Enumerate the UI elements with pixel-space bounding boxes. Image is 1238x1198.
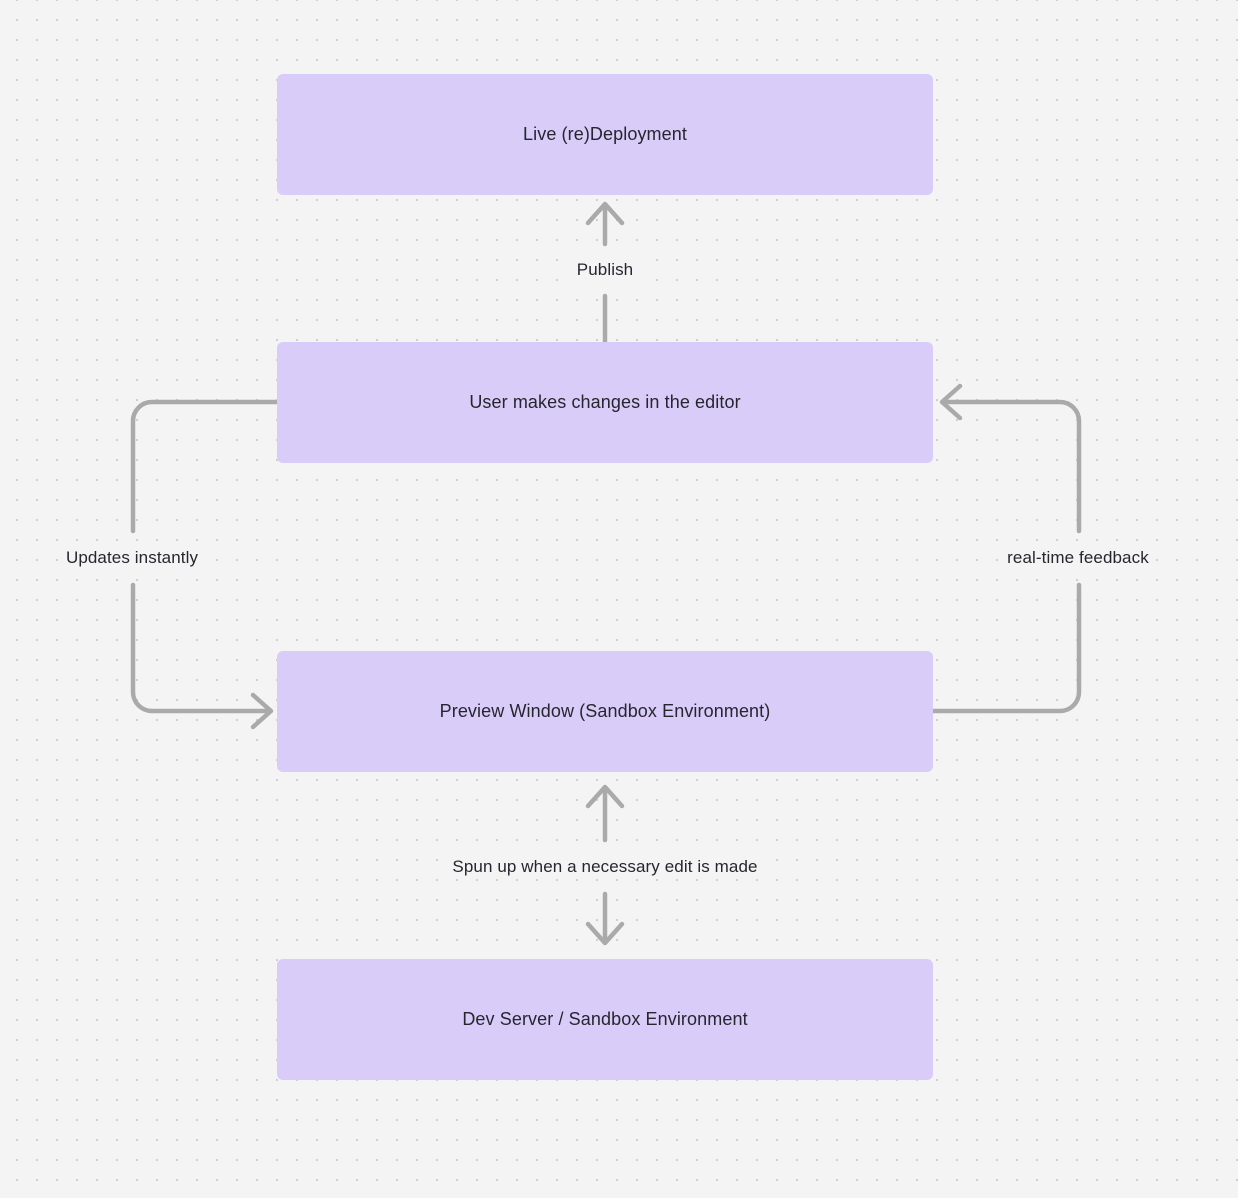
edge-label-realtime-feedback: real-time feedback	[1001, 545, 1155, 571]
node-label: Dev Server / Sandbox Environment	[462, 1008, 748, 1029]
node-label: Preview Window (Sandbox Environment)	[439, 700, 771, 721]
node-dev-server[interactable]: Dev Server / Sandbox Environment	[277, 959, 933, 1080]
edge-label-publish: Publish	[570, 257, 640, 283]
node-preview-window[interactable]: Preview Window (Sandbox Environment)	[277, 651, 933, 772]
edge-label-spun-up: Spun up when a necessary edit is made	[446, 854, 764, 880]
node-label: User makes changes in the editor	[469, 391, 741, 412]
node-label: Live (re)Deployment	[523, 123, 687, 144]
node-user-makes-changes[interactable]: User makes changes in the editor	[277, 342, 933, 463]
edge-label-updates-instantly: Updates instantly	[59, 545, 205, 571]
node-live-redeployment[interactable]: Live (re)Deployment	[277, 74, 933, 195]
